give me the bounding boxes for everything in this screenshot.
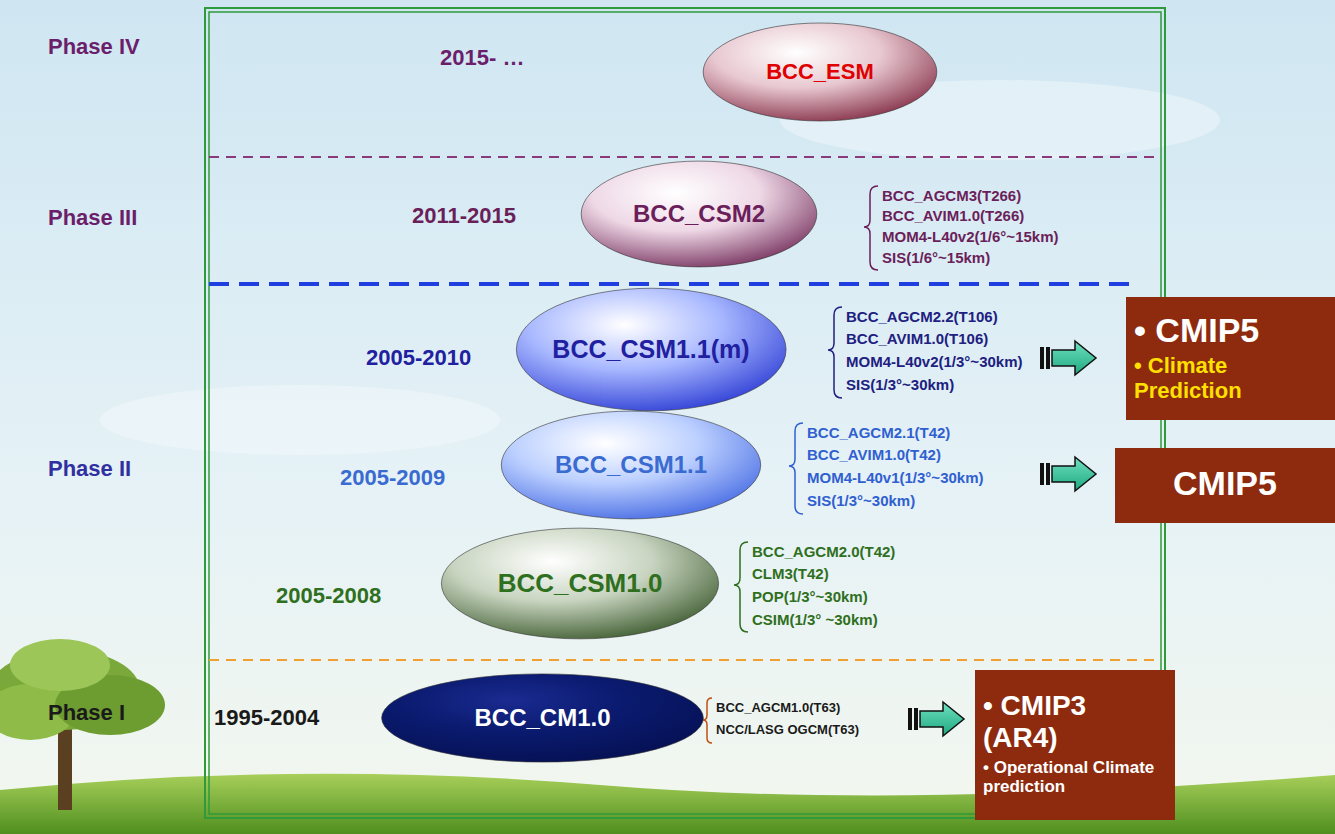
output-text: • Climate Prediction — [1134, 353, 1327, 404]
block-arrow — [1040, 341, 1096, 375]
cloud — [100, 385, 500, 455]
output-box: • CMIP3 (AR4) • Operational Climate predi… — [975, 670, 1175, 820]
component-label: BCC_AVIM1.0(T106) — [846, 330, 988, 347]
model-name: BCC_CM1.0 — [474, 704, 610, 732]
model-name: BCC_CSM1.0 — [498, 569, 663, 599]
component-label: BCC_AGCM1.0(T63) — [716, 700, 840, 715]
component-label: MOM4-L40v2(1/6°~15km) — [882, 228, 1059, 245]
brace — [703, 698, 712, 743]
model-ellipse: BCC_CSM1.1 — [500, 410, 762, 520]
output-box: • CMIP5• Climate Prediction — [1126, 297, 1335, 420]
component-label: BCC_AGCM2.2(T106) — [846, 308, 998, 325]
component-label: BCC_AGCM3(T266) — [882, 187, 1021, 204]
model-name: BCC_ESM — [766, 59, 874, 84]
component-label: NCC/LASG OGCM(T63) — [716, 722, 859, 737]
component-label: BCC_AVIM1.0(T266) — [882, 207, 1024, 224]
ellipse-shape — [581, 161, 817, 267]
component-label: BCC_AGCM2.1(T42) — [807, 424, 950, 441]
year-label: 2011-2015 — [412, 203, 516, 229]
component-label: POP(1/3°~30km) — [752, 588, 868, 605]
phase-label: Phase I — [48, 700, 125, 726]
brace — [828, 307, 842, 398]
brace — [864, 186, 878, 270]
model-name: BCC_CSM2 — [633, 200, 765, 228]
component-label: CSIM(1/3° ~30km) — [752, 611, 878, 628]
model-ellipse: BCC_ESM — [702, 22, 938, 122]
block-arrow — [1040, 457, 1096, 491]
model-ellipse: BCC_CM1.0 — [380, 673, 705, 763]
block-arrow — [908, 702, 964, 736]
ellipse-shape — [516, 288, 786, 411]
ellipse-shape — [501, 411, 760, 519]
model-name: BCC_CSM1.1 — [555, 451, 707, 479]
model-ellipse: BCC_CSM1.0 — [440, 527, 720, 640]
phase-label: Phase II — [48, 456, 131, 482]
brace — [734, 542, 748, 632]
ellipse-shape — [382, 674, 704, 762]
phase-label: Phase IV — [48, 34, 140, 60]
phase-label: Phase III — [48, 205, 137, 231]
output-text: CMIP5 — [1173, 464, 1277, 503]
component-label: MOM4-L40v2(1/3°~30km) — [846, 353, 1023, 370]
year-label: 1995-2004 — [214, 705, 319, 731]
divider — [209, 659, 1158, 661]
year-label: 2005-2010 — [366, 345, 471, 371]
brace — [789, 423, 803, 514]
component-label: BCC_AVIM1.0(T42) — [807, 446, 941, 463]
component-label: SIS(1/6°~15km) — [882, 249, 990, 266]
divider — [209, 156, 1158, 158]
ellipse-shape — [703, 23, 937, 121]
model-name: BCC_CSM1.1(m) — [552, 335, 749, 364]
model-ellipse: BCC_CSM1.1(m) — [515, 287, 787, 412]
component-label: MOM4-L40v1(1/3°~30km) — [807, 469, 984, 486]
ellipse-shape — [441, 528, 718, 639]
year-label: 2015- … — [440, 45, 524, 71]
component-label: BCC_AGCM2.0(T42) — [752, 543, 895, 560]
component-label: SIS(1/3°~30km) — [807, 492, 915, 509]
tree — [0, 639, 165, 810]
output-box: CMIP5 — [1115, 448, 1335, 523]
output-text: • CMIP5 — [1134, 311, 1259, 350]
year-label: 2005-2009 — [340, 465, 445, 491]
divider — [209, 282, 1130, 286]
output-text: • CMIP3 (AR4) — [983, 690, 1167, 754]
component-label: CLM3(T42) — [752, 565, 829, 582]
year-label: 2005-2008 — [276, 583, 381, 609]
component-label: SIS(1/3°~30km) — [846, 376, 954, 393]
output-text: • Operational Climate prediction — [983, 758, 1167, 797]
model-ellipse: BCC_CSM2 — [580, 160, 818, 268]
